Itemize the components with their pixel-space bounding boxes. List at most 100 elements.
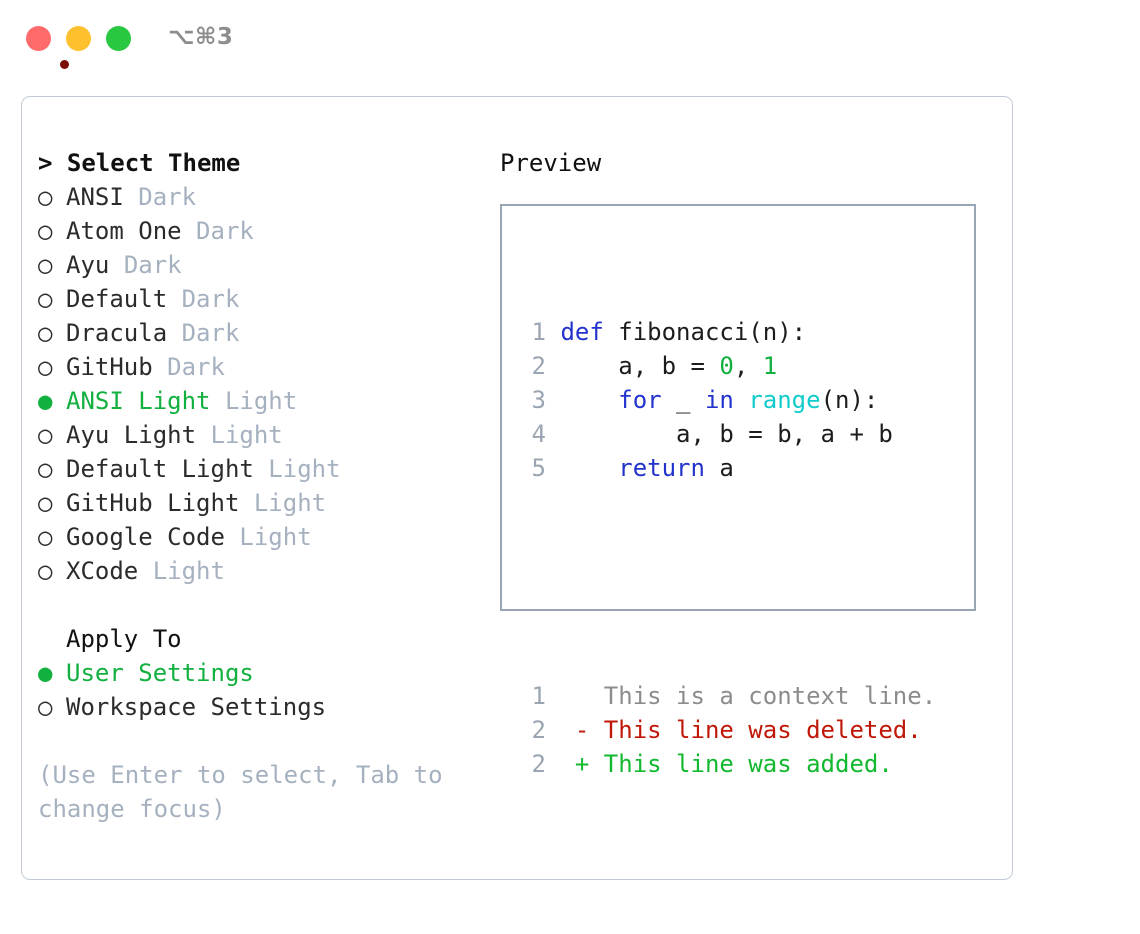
theme-category-tag: Dark	[181, 319, 240, 347]
theme-category-tag: Dark	[196, 217, 254, 245]
recording-indicator-icon	[60, 60, 69, 69]
code-token	[560, 386, 618, 414]
theme-name: Ayu Light	[66, 421, 197, 449]
theme-category-tag: Light	[210, 421, 283, 449]
minimize-window-button[interactable]	[66, 26, 91, 51]
theme-category-tag: Dark	[138, 183, 197, 211]
theme-list-item[interactable]: ○Dracula Dark	[38, 316, 488, 350]
radio-unselected-icon: ○	[38, 693, 53, 721]
line-number: 4	[531, 420, 546, 448]
code-token: a, b = b, a + b	[560, 420, 893, 448]
theme-list-item[interactable]: ○Atom One Dark	[38, 214, 488, 248]
code-token: a, b =	[560, 352, 720, 380]
line-number: 2	[531, 352, 546, 380]
diff-line: 2 + This line was added.	[517, 747, 936, 781]
theme-name-tag-space	[225, 523, 239, 551]
theme-list: ○ANSI Dark○Atom One Dark○Ayu Dark○Defaul…	[38, 180, 488, 588]
diff-line: 1 This is a context line.	[517, 679, 937, 713]
theme-list-item[interactable]: ○Google Code Light	[38, 520, 488, 554]
preview-column: Preview 1 def fibonacci(n):2 a, b = 0, 1…	[500, 146, 1000, 778]
theme-category-tag: Dark	[123, 251, 182, 279]
radio-unselected-icon: ○	[38, 523, 53, 551]
radio-unselected-icon: ○	[38, 353, 53, 381]
apply-to-option-label: Workspace Settings	[66, 693, 327, 721]
theme-name: GitHub	[66, 353, 153, 381]
code-token: 0	[719, 352, 734, 380]
code-line: 5 return a	[517, 451, 936, 485]
theme-name-tag-space	[167, 285, 181, 313]
theme-list-item[interactable]: ○GitHub Dark	[38, 350, 488, 384]
content-panel: > Select Theme ○ANSI Dark○Atom One Dark○…	[21, 96, 1013, 880]
radio-unselected-icon: ○	[38, 251, 53, 279]
theme-list-item[interactable]: ○XCode Light	[38, 554, 488, 588]
code-token	[734, 386, 748, 414]
gutter-gap	[546, 420, 560, 448]
theme-name: Default	[66, 285, 168, 313]
code-token: def	[560, 318, 604, 346]
theme-category-tag: Light	[152, 557, 225, 585]
theme-list-item[interactable]: ○Ayu Dark	[38, 248, 488, 282]
theme-name-tag-space	[167, 319, 181, 347]
maximize-window-button[interactable]	[106, 26, 131, 51]
theme-category-tag: Light	[268, 455, 341, 483]
apply-to-option[interactable]: ●User Settings	[38, 656, 488, 690]
theme-category-tag: Light	[239, 523, 312, 551]
close-window-button[interactable]	[26, 26, 69, 69]
theme-list-item[interactable]: ●ANSI Light Light	[38, 384, 488, 418]
radio-unselected-icon: ○	[38, 455, 53, 483]
radio-unselected-icon: ○	[38, 217, 53, 245]
theme-name: GitHub Light	[66, 489, 240, 517]
theme-name-tag-space	[182, 217, 196, 245]
code-token: a	[704, 454, 734, 482]
code-token: for	[618, 386, 662, 414]
diff-text: This line was deleted.	[589, 716, 922, 744]
theme-name: ANSI	[66, 183, 124, 211]
radio-unselected-icon: ○	[38, 489, 53, 517]
code-token	[560, 454, 618, 482]
theme-name-tag-space	[124, 183, 138, 211]
theme-category-tag: Light	[224, 387, 298, 415]
diff-text: This line was added.	[589, 750, 893, 778]
gutter-gap	[546, 454, 560, 482]
code-token: 1	[762, 352, 778, 380]
theme-list-item[interactable]: ○Default Dark	[38, 282, 488, 316]
apply-to-option[interactable]: ○ Workspace Settings	[38, 690, 488, 724]
theme-name: Default Light	[66, 455, 254, 483]
gutter-gap	[546, 716, 575, 744]
code-line: 2 a, b = 0, 1	[517, 349, 936, 383]
code-line: 4 a, b = b, a + b	[517, 417, 936, 451]
theme-name-tag-space	[211, 387, 225, 415]
theme-list-item[interactable]: ○ Default Light Light	[38, 452, 488, 486]
radio-selected-icon: ●	[38, 659, 53, 687]
gutter-gap	[546, 682, 575, 710]
code-token: (n):	[820, 386, 879, 414]
line-number: 3	[531, 386, 546, 414]
theme-name-tag-space	[239, 489, 253, 517]
theme-name-tag-space	[153, 353, 167, 381]
line-number: 5	[531, 454, 546, 482]
theme-name-tag-space	[254, 455, 268, 483]
gutter-gap	[546, 386, 560, 414]
theme-list-item[interactable]: ○ GitHub Light Light	[38, 486, 488, 520]
gutter-gap	[546, 352, 560, 380]
theme-list-item[interactable]: ○ Ayu Light Light	[38, 418, 488, 452]
radio-unselected-icon: ○	[38, 421, 53, 449]
radio-unselected-icon: ○	[38, 183, 53, 211]
theme-name: Dracula	[66, 319, 168, 347]
code-line: 3 for _ in range(n):	[517, 383, 936, 417]
diff-lines: 1 This is a context line.2 - This line w…	[517, 679, 937, 781]
select-theme-heading: > Select Theme	[38, 149, 241, 177]
theme-name: XCode	[66, 557, 139, 585]
section-spacer	[38, 588, 488, 622]
code-token: range	[748, 386, 821, 414]
theme-list-item[interactable]: ○ ANSI Dark	[38, 180, 488, 214]
theme-category-tag: Light	[253, 489, 327, 517]
code-diff-separator	[517, 553, 936, 611]
line-number: 2	[531, 716, 546, 744]
keyboard-shortcut-label: ⌥⌘3	[168, 24, 234, 50]
apply-to-heading: Apply To	[66, 625, 182, 653]
code-token: _	[661, 386, 705, 414]
radio-selected-icon: ●	[38, 387, 53, 415]
